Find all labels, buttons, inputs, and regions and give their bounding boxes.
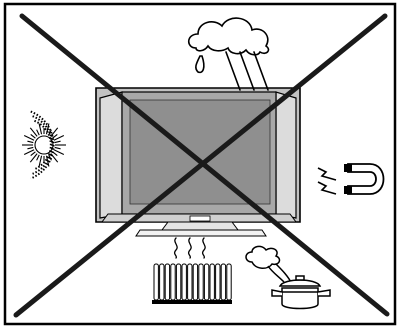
tv-screen <box>130 100 270 204</box>
